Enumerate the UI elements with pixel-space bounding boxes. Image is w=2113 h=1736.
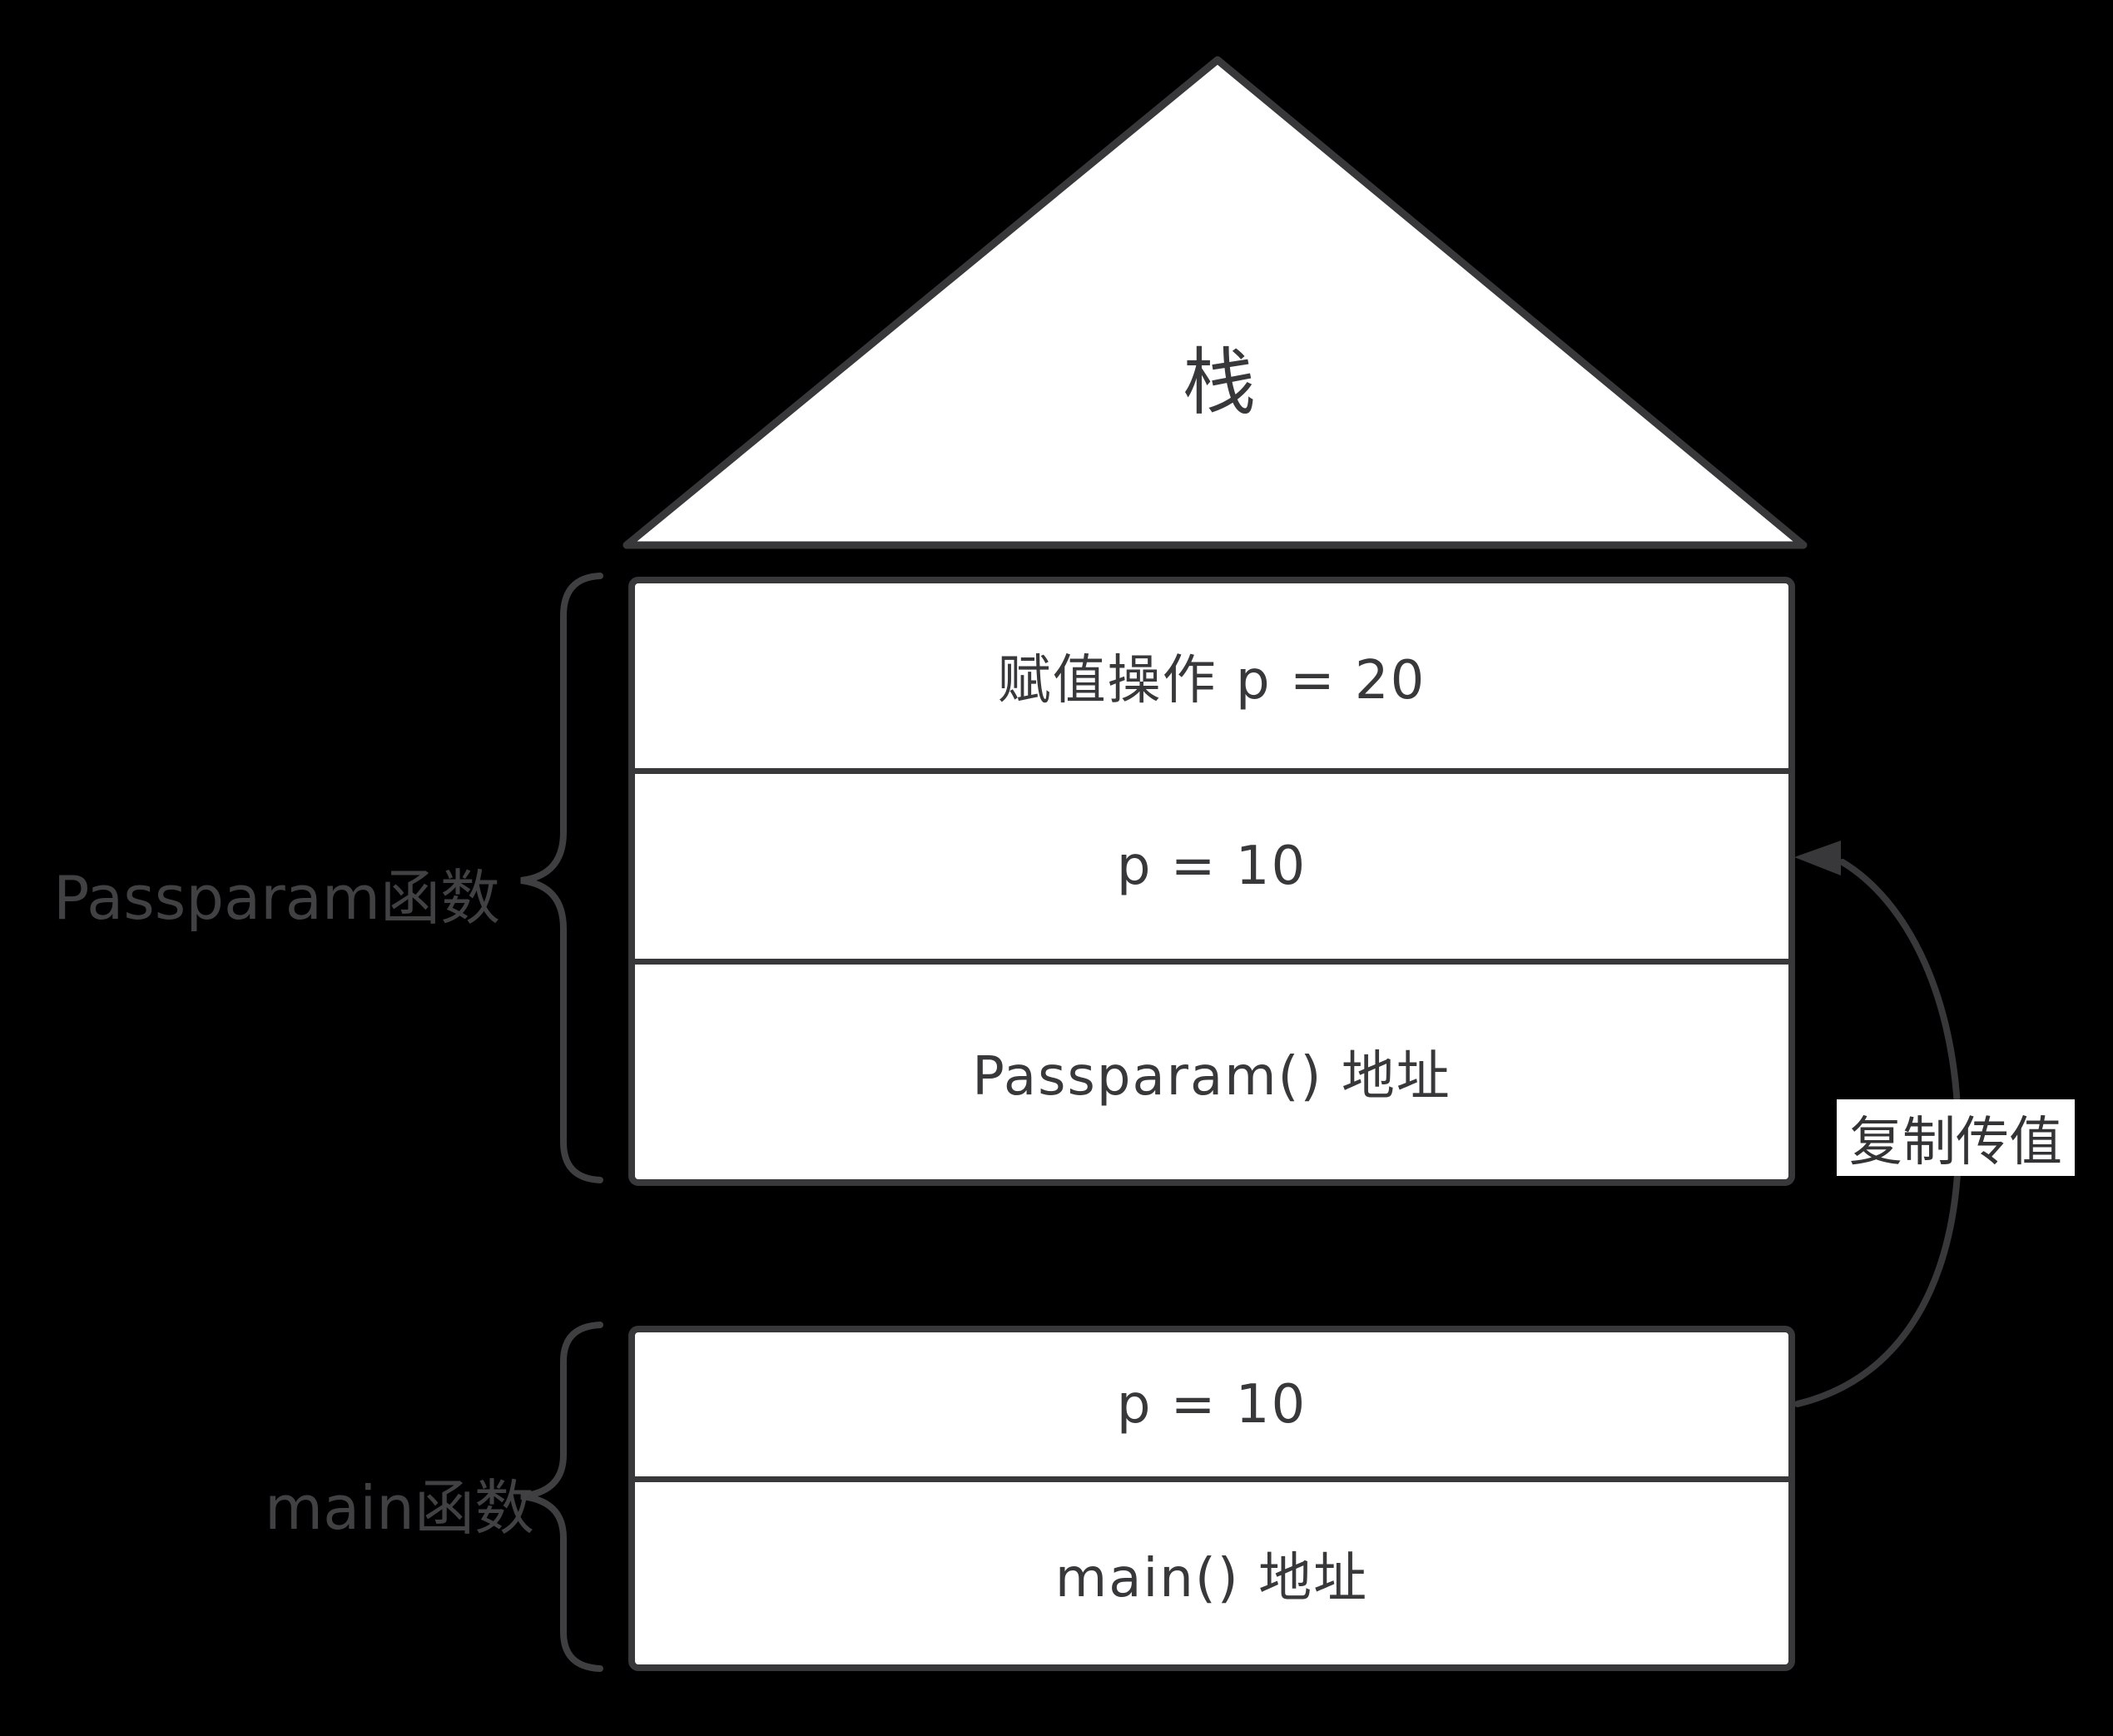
main-frame-box: p = 10 main() 地址 — [628, 1326, 1795, 1671]
passparam-frame-label: Passparam函数 — [52, 862, 500, 933]
copy-value-label: 复制传值 — [1837, 1099, 2075, 1176]
main-row-local-value: p = 10 — [635, 1332, 1788, 1482]
arrowhead-icon — [1794, 841, 1841, 875]
passparam-brace — [520, 573, 603, 1183]
stack-roof-triangle — [622, 56, 1808, 549]
main-row-address: main() 地址 — [1054, 1547, 1369, 1610]
main-brace — [520, 1322, 603, 1672]
stack-roof-label: 栈 — [1182, 339, 1256, 425]
main-frame-label: main函数 — [265, 1472, 534, 1543]
passparam-row-return-address: Passparam() 地址 — [972, 1046, 1451, 1108]
passparam-row-param-value: p = 10 — [635, 774, 1788, 965]
passparam-row-assignment: 赋值操作 p = 20 — [635, 583, 1788, 774]
passparam-frame-box: 赋值操作 p = 20 p = 10 Passparam() 地址 — [628, 577, 1795, 1186]
